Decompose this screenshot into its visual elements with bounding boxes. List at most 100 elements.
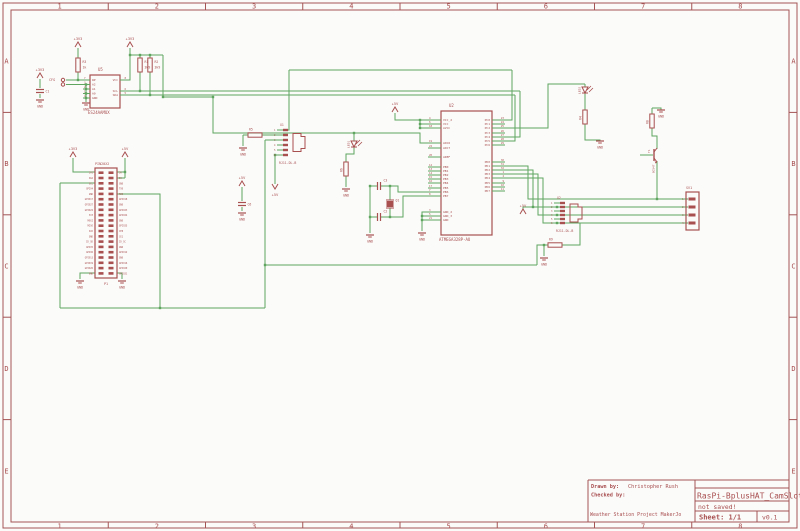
rj-name: X1 bbox=[280, 123, 284, 127]
header-pad bbox=[108, 213, 114, 217]
sv-pin-number: 4 bbox=[682, 221, 684, 225]
header-pin-label: GPIO18 bbox=[119, 198, 128, 201]
capacitor-C3: C3 bbox=[376, 179, 388, 190]
pin-number: 21 bbox=[429, 216, 433, 220]
jumper-CFG: CFG bbox=[49, 77, 66, 87]
capacitor-name: C3 bbox=[384, 179, 388, 183]
header-pin-label: SCK bbox=[89, 230, 94, 233]
wire bbox=[651, 128, 658, 149]
wire bbox=[584, 124, 601, 141]
junction-dot bbox=[161, 95, 165, 99]
header-pad bbox=[108, 229, 114, 233]
pin-number: 20 bbox=[429, 153, 433, 157]
header-pin-label: CE0 bbox=[119, 230, 124, 233]
pin-name: PB5 bbox=[443, 186, 449, 190]
wire bbox=[562, 222, 581, 246]
frame-col-label: 3 bbox=[252, 523, 256, 531]
pin-number: 5 bbox=[429, 212, 431, 216]
rj-pin-number: 6 bbox=[274, 154, 276, 157]
frame-col-label: 1 bbox=[58, 523, 62, 531]
header-pad bbox=[98, 272, 104, 275]
pin-name: ADC6 bbox=[443, 141, 450, 145]
ic-name: U2 bbox=[449, 103, 454, 108]
resistor-name: R8 bbox=[646, 120, 650, 124]
header-name: PIN20X2 bbox=[95, 162, 109, 166]
header-pin-label: GPIO13 bbox=[85, 257, 94, 260]
rj-pad bbox=[283, 133, 288, 137]
led-arrows-icon bbox=[586, 85, 594, 93]
pin-name: PB7 bbox=[443, 194, 449, 198]
pin-number: 9 bbox=[502, 179, 504, 183]
header-pad bbox=[108, 250, 114, 254]
frame-row-label: B bbox=[791, 160, 795, 168]
frame-row-label: D bbox=[4, 365, 8, 373]
rj-pad bbox=[283, 143, 288, 147]
junction-dot bbox=[138, 89, 142, 93]
frame-col-label: 8 bbox=[738, 523, 742, 531]
header-pin-label: MISO bbox=[87, 225, 93, 228]
header-pin-label: ID_SC bbox=[119, 241, 127, 244]
rj-pin-number: 4 bbox=[551, 214, 553, 217]
frame-col-label: 7 bbox=[641, 523, 645, 531]
rj-pad bbox=[560, 201, 565, 205]
header-pad bbox=[98, 229, 104, 233]
wire bbox=[212, 97, 428, 144]
header-pad bbox=[98, 256, 104, 259]
wire bbox=[79, 272, 95, 279]
resistor-name: R6 bbox=[340, 168, 344, 172]
header-pad bbox=[108, 240, 114, 243]
resistor-body bbox=[582, 109, 588, 125]
resistor-name: R1 bbox=[145, 60, 149, 64]
resistor-name: R4 bbox=[579, 116, 583, 120]
pin-number: 4 bbox=[84, 94, 86, 98]
wire bbox=[394, 113, 428, 121]
wire bbox=[421, 211, 428, 231]
gnd-label: GND bbox=[367, 240, 373, 244]
rj-pin-number: 3 bbox=[551, 210, 553, 213]
header-pad bbox=[98, 266, 104, 270]
pin-name: PB3 bbox=[443, 177, 449, 181]
junction-dot bbox=[158, 306, 162, 310]
rj-value: RJ11-DL-B bbox=[556, 229, 573, 233]
power-label: +3V3 bbox=[126, 37, 135, 41]
gnd-symbol: GND bbox=[36, 99, 44, 109]
power-symbol: +5V bbox=[238, 176, 246, 187]
pin-number: 17 bbox=[429, 184, 433, 188]
pin-number: 12 bbox=[429, 163, 433, 167]
sv-pin-number: 3 bbox=[682, 213, 684, 217]
header-pin-label: GND bbox=[89, 272, 94, 275]
wire bbox=[381, 185, 428, 193]
rj-pin-number: 2 bbox=[551, 206, 553, 209]
resistor-body bbox=[147, 57, 153, 73]
title-block: Drawn by: Christopher Rush Checked by: W… bbox=[587, 479, 800, 522]
junction-dot bbox=[655, 197, 659, 201]
header-pad bbox=[108, 192, 114, 196]
project-name: Weather Station Project MakerJo bbox=[590, 512, 681, 518]
header-pin-label: GND bbox=[89, 193, 94, 196]
rj-pad bbox=[560, 209, 565, 213]
led-arrows-icon bbox=[355, 139, 363, 147]
gnd-label: GND bbox=[658, 115, 664, 119]
frame-col-label: 5 bbox=[447, 3, 451, 11]
gnd-symbol: GND bbox=[342, 188, 350, 198]
pin-name: GND bbox=[443, 218, 449, 222]
rj-pin-number: 5 bbox=[551, 218, 553, 221]
pin-number: 16 bbox=[429, 179, 433, 183]
rj-pad bbox=[560, 217, 565, 221]
led-name: LED2 bbox=[578, 87, 582, 94]
pin-number: 4 bbox=[429, 116, 431, 120]
pin-name: A2 bbox=[92, 83, 96, 87]
rj-pad bbox=[283, 128, 288, 132]
junction-dot bbox=[273, 153, 277, 157]
pin-number: 30 bbox=[501, 158, 505, 162]
header-pin-label: CE1 bbox=[119, 235, 124, 238]
sv-pad bbox=[688, 205, 696, 209]
power-label: +5V bbox=[520, 204, 527, 208]
frame-col-label: 4 bbox=[349, 523, 353, 531]
ic-value: ES24AAMUX bbox=[88, 110, 110, 115]
junction-dot bbox=[148, 93, 152, 97]
frame-col-label: 6 bbox=[544, 523, 548, 531]
